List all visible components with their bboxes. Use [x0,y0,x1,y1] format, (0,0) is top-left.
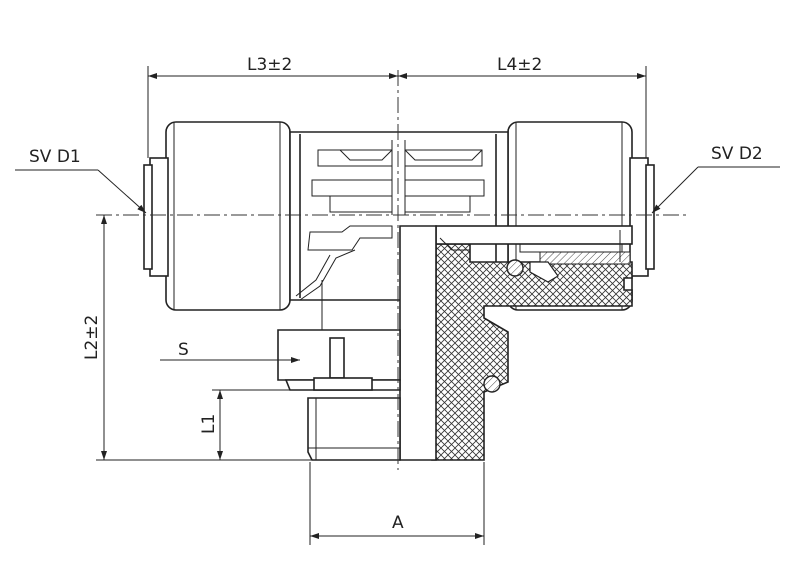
a-label: A [392,513,404,533]
l1-label: L1 [199,414,219,434]
l2-label: L2±2 [82,315,102,360]
l3-label: L3±2 [247,55,292,75]
left-push-fit-body [143,121,291,311]
sv-d1-leader [97,169,147,214]
l4-label: L4±2 [497,55,542,75]
sv-d2-label: SV D2 [711,144,763,164]
sectioned-body [399,225,633,461]
left-cutaway-outline [295,225,393,330]
threaded-stem [277,329,401,461]
s-label: S [178,340,189,360]
sv-d2-leader [651,166,699,214]
sv-d1-label: SV D1 [29,147,81,167]
